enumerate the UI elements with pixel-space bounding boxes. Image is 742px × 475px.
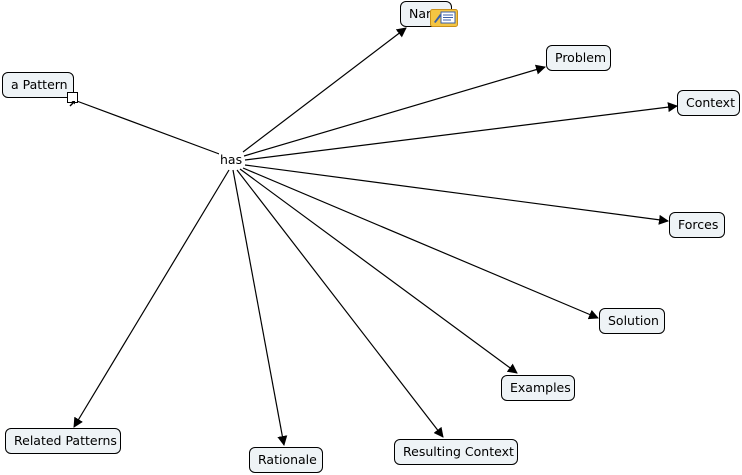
concept-solution[interactable]: Solution — [599, 308, 665, 334]
concept-related-patterns[interactable]: Related Patterns — [5, 428, 121, 454]
edge-has-to-problem — [243, 64, 546, 157]
concept-forces[interactable]: Forces — [669, 212, 725, 238]
note-annotation-glyph — [430, 9, 458, 27]
edge-has-to-name — [242, 27, 407, 153]
concept-label: Resulting Context — [403, 444, 514, 459]
concept-label: Examples — [510, 380, 571, 395]
shortcut-arrow-icon[interactable] — [67, 92, 78, 107]
edge-has-to-related-patterns — [73, 169, 230, 428]
concept-label: Rationale — [258, 452, 317, 467]
edge-has-to-examples — [239, 168, 518, 374]
edge-has-to-solution — [242, 167, 599, 320]
concept-resulting-context[interactable]: Resulting Context — [394, 439, 518, 465]
note-annotation-icon[interactable] — [430, 9, 458, 27]
concept-label: Context — [686, 95, 735, 110]
concept-label: Related Patterns — [14, 433, 117, 448]
concept-label: Forces — [678, 217, 719, 232]
concept-examples[interactable]: Examples — [501, 375, 575, 401]
edge-has-to-context — [244, 102, 678, 161]
concept-a-pattern[interactable]: a Pattern — [2, 72, 74, 98]
concept-label: a Pattern — [11, 77, 68, 92]
shortcut-arrow-glyph — [69, 101, 75, 107]
edge-has-to-resulting-context — [236, 169, 444, 438]
concept-problem[interactable]: Problem — [546, 45, 611, 71]
edge-source-to-has — [73, 99, 223, 156]
concept-rationale[interactable]: Rationale — [249, 447, 323, 473]
edge-has-to-rationale — [232, 169, 288, 446]
concept-label: Solution — [608, 313, 659, 328]
edge-has-to-forces — [244, 164, 669, 225]
concept-label: Problem — [555, 50, 607, 65]
link-phrase-has[interactable]: has — [219, 152, 244, 167]
concept-context[interactable]: Context — [677, 90, 740, 116]
